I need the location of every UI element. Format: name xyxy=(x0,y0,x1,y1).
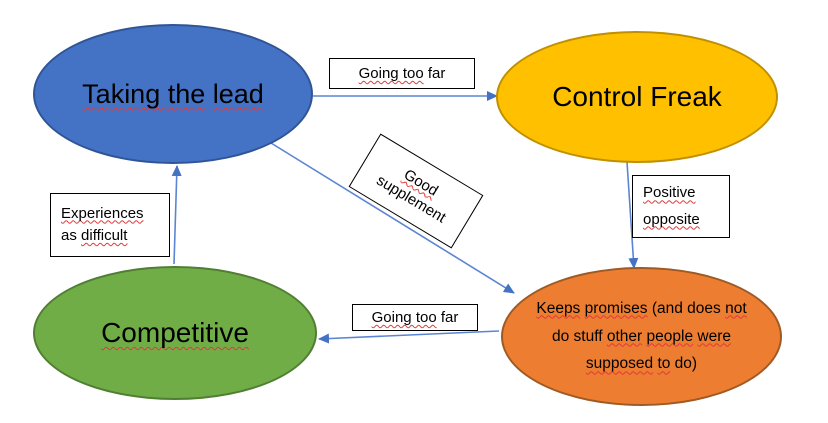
spellcheck-squiggle-text: Going too xyxy=(358,65,424,82)
text-line: opposite xyxy=(643,207,700,233)
spellcheck-squiggle-text: supposed xyxy=(585,355,654,373)
arrow-competitive-to-taking-lead xyxy=(171,165,182,265)
label-experiences-as-difficult: Experiences as difficult xyxy=(50,193,170,257)
label-going-too-far-top: Going too far xyxy=(329,58,475,89)
spellcheck-squiggle-text: opposite xyxy=(643,210,700,228)
text-segment: Control Freak xyxy=(552,81,722,112)
spellcheck-squiggle-text: Positive xyxy=(643,184,696,202)
spellcheck-squiggle-text: were xyxy=(697,327,731,345)
text-line: Experiences xyxy=(61,203,144,226)
text-line: supposed to do) xyxy=(586,350,697,378)
text-segment xyxy=(205,79,213,109)
spellcheck-squiggle-text: not xyxy=(725,299,747,317)
text-line: Control Freak xyxy=(552,81,722,113)
node-competitive: Competitive xyxy=(33,266,317,400)
spellcheck-squiggle-text: Competitive xyxy=(101,317,249,348)
text-line: Taking the lead xyxy=(82,79,264,110)
spellcheck-squiggle-text: Going too xyxy=(371,309,437,326)
text-segment: do) xyxy=(670,355,698,373)
text-line: Going too far xyxy=(359,63,446,84)
node-control-freak: Control Freak xyxy=(496,31,778,163)
text-segment: as xyxy=(61,227,82,244)
spellcheck-squiggle-text: Experiences xyxy=(61,204,144,222)
spellcheck-squiggle-text: people xyxy=(646,327,694,345)
text-line: Going too far xyxy=(372,307,459,328)
spellcheck-squiggle-text: lead xyxy=(212,78,264,109)
label-positive-opposite: Positive opposite xyxy=(632,175,730,238)
text-segment: (and does xyxy=(647,299,726,317)
spellcheck-squiggle-text: Keeps xyxy=(536,299,581,317)
spellcheck-squiggle-text: Taking the xyxy=(82,78,206,109)
text-line: Positive xyxy=(643,180,696,206)
text-line: do stuff other people were xyxy=(552,323,731,351)
spellcheck-squiggle-text: difficult xyxy=(81,227,128,244)
text-segment: far xyxy=(436,309,459,326)
text-segment: far xyxy=(423,65,446,82)
node-taking-the-lead: Taking the lead xyxy=(33,24,313,164)
text-segment: do stuff xyxy=(552,327,607,345)
text-line: as difficult xyxy=(61,225,127,248)
spellcheck-squiggle-text: to xyxy=(657,355,671,373)
text-line: Keeps promises (and does not xyxy=(536,295,746,323)
spellcheck-squiggle-text: promises xyxy=(584,299,648,317)
text-line: Competitive xyxy=(101,317,249,349)
label-going-too-far-bottom: Going too far xyxy=(352,304,478,331)
arrow-keeps-promises-to-competitive xyxy=(318,330,500,344)
spellcheck-squiggle-text: other xyxy=(606,327,643,345)
